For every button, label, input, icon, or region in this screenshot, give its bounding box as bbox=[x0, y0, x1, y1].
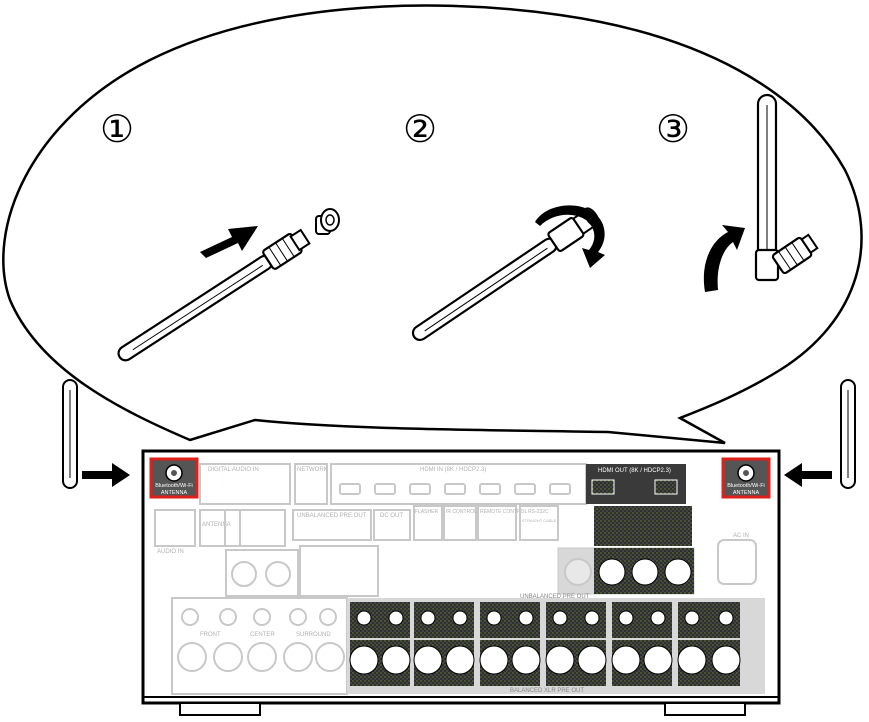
label-audio-in: AUDIO IN bbox=[157, 549, 184, 555]
label-network: NETWORK bbox=[297, 467, 328, 473]
left-antenna-connector-highlight: Bluetooth/Wi-Fi ANTENNA bbox=[149, 457, 199, 499]
callout-bubble bbox=[2, 4, 863, 445]
step1-connector bbox=[315, 208, 340, 235]
label-surround: SURROUND bbox=[296, 632, 331, 638]
label-hdmi-in: HDMI IN (8K / HDCP2.3) bbox=[420, 467, 486, 473]
left-insert-arrow bbox=[82, 463, 130, 487]
label-antenna: ANTENNA bbox=[202, 522, 231, 528]
right-antenna-label-line2: ANTENNA bbox=[733, 490, 760, 496]
label-straight-cable: STRAIGHT CABLE bbox=[522, 518, 557, 523]
right-insert-arrow bbox=[784, 463, 832, 487]
left-antenna-label-line1: Bluetooth/Wi-Fi bbox=[155, 483, 193, 489]
label-flasher-in: FLASHER bbox=[415, 509, 438, 515]
left-side-antenna bbox=[62, 379, 78, 489]
label-dc-out: DC OUT bbox=[380, 513, 403, 519]
step2-rotate-arrow bbox=[535, 205, 605, 268]
label-ir-control: IR CONTROL bbox=[446, 509, 477, 515]
label-balanced-xlr-pre-out: BALANCED XLR PRE OUT bbox=[510, 688, 584, 694]
label-digital-audio-in: DIGITAL AUDIO IN bbox=[208, 467, 259, 473]
right-antenna-label-line1: Bluetooth/Wi-Fi bbox=[727, 483, 765, 489]
right-antenna-connector-highlight: Bluetooth/Wi-Fi ANTENNA bbox=[721, 457, 771, 499]
step-number-2: ② bbox=[403, 109, 437, 151]
receiver-rear-panel: DIGITAL AUDIO IN NETWORK HDMI IN (8K / H… bbox=[141, 449, 781, 716]
label-hdmi-out: HDMI OUT (8K / HDCP2.3) bbox=[598, 468, 671, 474]
left-antenna-label-line2: ANTENNA bbox=[161, 490, 188, 496]
label-unbalanced-pre-out: UNBALANCED PRE OUT bbox=[520, 594, 590, 600]
right-side-antenna bbox=[840, 379, 856, 489]
step3-raise-arrow bbox=[703, 225, 745, 292]
step1-antenna bbox=[117, 228, 311, 362]
pre-out-jacks bbox=[349, 610, 741, 675]
label-remote-control: REMOTE CONTROL bbox=[480, 509, 527, 515]
label-center: CENTER bbox=[250, 632, 275, 638]
label-unbalanced-pre-out-top: UNBALANCED PRE OUT bbox=[297, 513, 367, 519]
step-number-1: ① bbox=[100, 109, 134, 151]
step3-antenna bbox=[754, 93, 819, 282]
step2-antenna bbox=[411, 207, 600, 342]
label-front: FRONT bbox=[200, 632, 221, 638]
label-ac-in: AC IN bbox=[733, 533, 749, 539]
step1-push-arrow bbox=[200, 226, 258, 258]
step-number-3: ③ bbox=[656, 109, 690, 151]
label-rs232c: RS-232C bbox=[528, 509, 549, 515]
